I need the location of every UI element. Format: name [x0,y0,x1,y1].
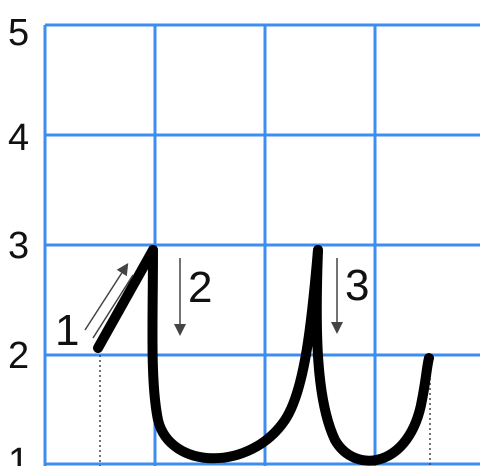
letter-stroke-2 [147,245,323,464]
writing-grid [43,23,480,466]
stroke-label-3: 3 [345,261,369,310]
letter-stroke-1 [93,245,158,353]
row-label-2: 2 [8,335,29,377]
stroke-1-arrow-down [92,274,134,339]
row-label-4: 4 [8,117,29,159]
stroke-label-2: 2 [188,263,212,312]
row-label-5: 5 [8,12,29,54]
row-label-1: 1 [8,441,29,466]
stroke-label-1: 1 [55,306,79,355]
letter-stroke-3 [311,245,434,466]
stroke-1-arrow-up [84,262,129,331]
row-label-3: 3 [8,225,29,267]
